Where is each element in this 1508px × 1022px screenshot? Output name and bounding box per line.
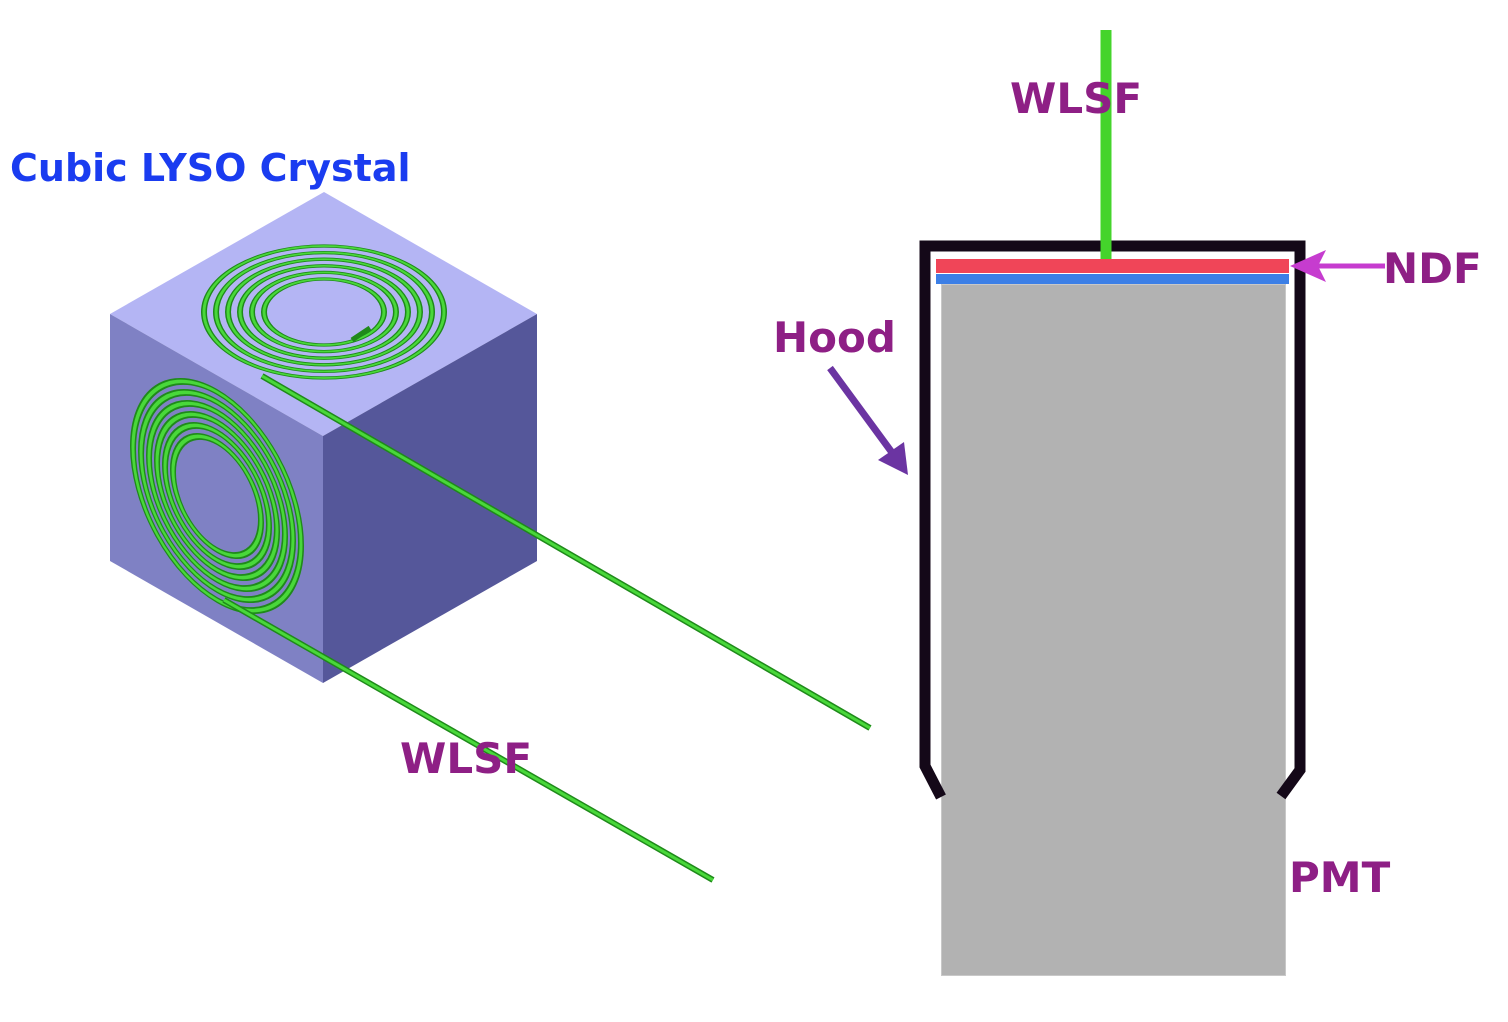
crystal-label: Cubic LYSO Crystal (10, 146, 410, 190)
wlsf-coil-top (201, 244, 447, 380)
wlsf-fiber-2 (222, 597, 715, 883)
cube-right-face (323, 314, 537, 683)
wlsf-label-bottom: WLSF (400, 734, 532, 783)
ndf-filter-red (936, 259, 1289, 273)
pmt-label: PMT (1289, 853, 1391, 902)
hood-label: Hood (773, 313, 896, 362)
hood (919, 240, 1306, 800)
wlsf-fiber-1 (260, 373, 872, 731)
wlsf-coil-top-end (350, 325, 372, 343)
ndf-arrow (1290, 250, 1385, 282)
wlsf-coil-left (130, 377, 304, 615)
cube-top-face (110, 192, 537, 436)
ndf-filter-blue (936, 274, 1289, 284)
pmt-body (941, 284, 1286, 976)
wlsf-label-top: WLSF (1010, 74, 1142, 123)
hood-arrow (827, 365, 908, 475)
ndf-label: NDF (1383, 244, 1482, 293)
